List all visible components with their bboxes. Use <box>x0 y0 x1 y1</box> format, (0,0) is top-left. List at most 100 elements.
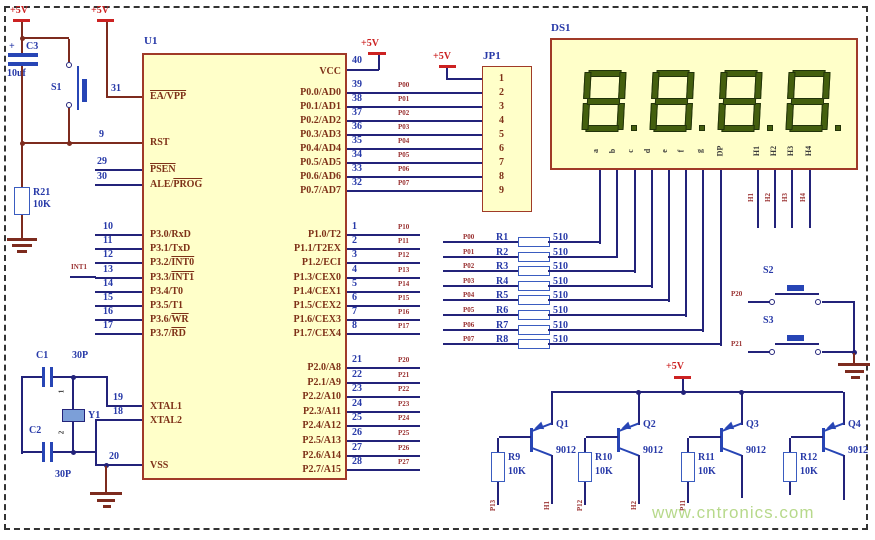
switch-terminal-icon <box>769 299 775 305</box>
pin-number: 38 <box>352 93 362 104</box>
jp1-pin-number: 2 <box>499 87 504 98</box>
transistor-ref: Q3 <box>746 419 759 430</box>
wire <box>548 284 653 287</box>
transistor-part: 9012 <box>746 445 766 456</box>
wire <box>443 284 520 287</box>
pin-name: P0.4/AD4 <box>300 143 341 154</box>
pin-number: 16 <box>103 306 113 318</box>
power-label: +5V <box>10 5 28 16</box>
pin-number: 21 <box>352 354 362 365</box>
pin-number: 7 <box>352 306 357 318</box>
pin-number: 37 <box>352 107 362 118</box>
net-label: P03 <box>398 123 410 131</box>
wire <box>548 314 687 316</box>
switch-ref: S1 <box>51 82 62 93</box>
pin-name: P2.2/A10 <box>302 391 341 403</box>
pin-name: P3.6/WR <box>150 314 189 326</box>
jp1-pin-number: 9 <box>499 185 504 196</box>
wire <box>741 392 743 425</box>
seven-segment-digit <box>581 70 627 132</box>
ds1-pin-label: b <box>608 148 618 154</box>
ds1-pin-label: H4 <box>803 145 813 157</box>
wire <box>808 170 811 228</box>
wire <box>347 248 420 251</box>
transistor-ref: Q1 <box>556 419 569 430</box>
ds1-pin-label-cell: H1 <box>749 138 766 164</box>
wire <box>347 176 482 178</box>
pin-name: P3.4/T0 <box>150 285 184 297</box>
resistor-ref: R21 <box>33 187 51 198</box>
pin-number: 24 <box>352 397 362 409</box>
jp1-pin-number: 1 <box>499 73 504 84</box>
wire <box>95 276 142 279</box>
jp1-pin-number: 5 <box>499 129 504 140</box>
pin-name: P0.3/AD3 <box>300 129 341 140</box>
resistor-body-icon <box>491 452 505 482</box>
pin-number: 17 <box>103 320 113 332</box>
wire <box>347 381 420 384</box>
wire <box>822 351 855 353</box>
junction-dot <box>851 349 857 355</box>
switch-terminal-icon <box>66 62 72 68</box>
wire <box>347 134 482 136</box>
ground-icon <box>838 363 870 366</box>
p3-stub-rows: 10 11 12 13 14 15 <box>95 222 155 342</box>
wire <box>685 170 687 317</box>
pin-number: 4 <box>352 263 357 275</box>
wire <box>446 78 482 80</box>
wire <box>551 392 553 425</box>
ground-icon <box>851 376 860 379</box>
resistor-body-icon <box>518 266 550 277</box>
wire <box>702 170 704 332</box>
pin-number: 13 <box>103 263 113 275</box>
wire <box>634 170 636 273</box>
watermark: www.cntronics.com <box>652 503 815 522</box>
net-label: P01 <box>398 95 410 103</box>
wire <box>443 270 520 273</box>
pin-number: 11 <box>103 235 113 247</box>
resistor-value: 510 <box>553 246 568 258</box>
ground-icon <box>97 499 115 502</box>
wire <box>95 419 97 466</box>
power-bar-icon <box>13 19 30 22</box>
switch-pole-icon <box>77 66 79 110</box>
jp1-pin-number: 3 <box>499 101 504 112</box>
pin-number: 1 <box>352 221 357 232</box>
pnp-arrow-icon <box>532 421 545 433</box>
ds1-pin-label-cell: H3 <box>783 138 800 164</box>
crystal-pin-label: 1 <box>57 389 66 394</box>
wire <box>548 255 618 258</box>
wire <box>548 270 636 273</box>
wire <box>347 69 379 71</box>
pin-number: 19 <box>113 392 123 403</box>
capacitor-plate-icon <box>42 442 45 462</box>
wire <box>687 438 689 452</box>
switch-terminal-icon <box>769 349 775 355</box>
net-label: H3 <box>781 193 790 202</box>
pin-number: 8 <box>352 320 357 332</box>
pin-row: 11 <box>95 236 155 256</box>
net-label: P05 <box>463 306 475 314</box>
wire <box>791 436 823 438</box>
ds1-pin-label-cell: H2 <box>766 138 783 164</box>
wire <box>446 68 448 79</box>
wire <box>347 396 420 399</box>
wire <box>95 319 142 322</box>
wire <box>22 376 42 378</box>
net-label: P05 <box>398 151 410 159</box>
pin-number: 15 <box>103 291 113 303</box>
crystal-pin-label: 2 <box>57 430 66 435</box>
ds1-digit-stubs: H1 H2 H3 H4 <box>746 170 818 228</box>
pin-row: 35 P04 <box>347 136 487 156</box>
net-label: P13 <box>489 499 498 512</box>
pin-number: 25 <box>352 412 362 424</box>
resistor-value: 510 <box>553 334 568 346</box>
pin-row: 32 P07 <box>347 178 487 198</box>
pin-row: 39 P00 <box>347 80 487 100</box>
wire <box>53 376 107 378</box>
pin-name: P0.5/AD5 <box>300 157 341 168</box>
net-label: P21 <box>731 340 743 348</box>
net-label: H1 <box>746 193 755 202</box>
cap-value: 10uf <box>7 68 26 79</box>
